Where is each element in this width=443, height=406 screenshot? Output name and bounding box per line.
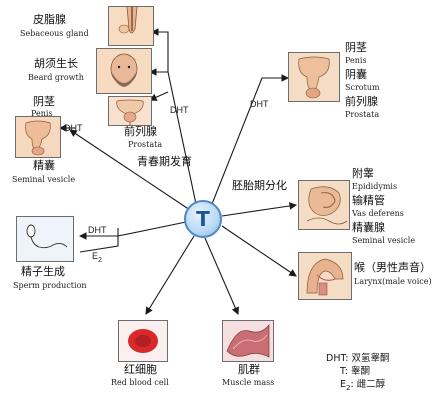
e2-edge-label: E2 [92,251,102,264]
seminal-puberty-label-cn: 精囊 [33,159,55,172]
larynx-icon [299,253,351,299]
dht-edge-label-sperm: DHT [88,225,107,235]
testosterone-node: T [184,200,222,238]
dht-edge-label-left: DHT [64,123,83,133]
epididymis-label-en: Epididymis [352,182,398,191]
legend-e2: E2: 雌二醇 [340,378,386,392]
rbc-label-en: Red blood cell [111,378,169,387]
embryo-penis-label-en: Penis [345,56,367,65]
epididymis-label-cn: 附睾 [352,167,374,180]
prostate-puberty-label-cn: 前列腺 [124,125,157,138]
larynx-label-cn: 喉（男性声音） [354,261,431,274]
beard-label-cn: 胡须生长 [34,57,78,70]
muscle-illustration [222,320,274,362]
rbc-label-cn: 红细胞 [124,363,157,376]
skin-follicle-icon [109,7,153,45]
beard-illustration [96,48,152,94]
embryo-scrotum-label-en: Scrotum [345,83,380,92]
muscle-label-en: Muscle mass [222,378,275,387]
bearded-face-icon [97,49,151,93]
prostate-puberty-illustration [108,96,152,126]
embryo-genital-illustration [288,52,340,102]
rbc-illustration [118,320,168,362]
embryo-penis-label-cn: 阴茎 [345,41,367,54]
sperm-illustration [16,216,74,262]
seminal-gland-label-en: Seminal vesicle [352,236,416,245]
penis-seminal-illustration [15,116,61,158]
dht-edge-label-top: DHT [170,105,189,115]
male-anatomy-icon [16,117,60,157]
arrow-to-muscle [204,237,239,316]
vas-deferens-label-en: Vas deferens [352,209,404,218]
epididymis-illustration [298,180,350,230]
arrow-sperm-e2 [79,236,119,253]
external-genital-icon [289,53,339,101]
arrow-embryo-upper [211,74,290,205]
arrow-to-penis-left [69,129,191,211]
red-blood-cell-icon [119,321,167,361]
larynx-label-en: Larynx(male voice) [354,277,432,286]
prostate-icon [109,97,151,125]
legend-t: T: 睾酮 [340,365,370,377]
embryo-prostate-label-cn: 前列腺 [345,95,378,108]
arrow-to-sebaceous [150,28,169,72]
arrow-to-epididymis [221,202,298,217]
puberty-edge-label: 青春期发育 [137,155,192,168]
arrow-to-prostate [148,91,169,101]
muscle-label-cn: 肌群 [238,363,260,376]
larynx-illustration [298,252,352,300]
sebaceous-label-cn: 皮脂腺 [33,13,66,26]
epididymis-icon [299,181,349,229]
embryo-prostate-label-en: Prostata [345,110,380,119]
penis-puberty-label-en: Penis [31,109,53,118]
arrow-puberty-upper [167,71,197,205]
sebaceous-illustration [108,6,154,46]
seminal-puberty-label-en: Seminal vesicle [12,175,76,184]
vas-deferens-label-cn: 输精管 [352,194,385,207]
sebaceous-label-en: Sebaceous gland [20,29,89,38]
embryo-scrotum-label-cn: 阴囊 [345,68,367,81]
muscle-fiber-icon [223,321,273,361]
dht-edge-label-right: DHT [250,99,269,109]
penis-puberty-label-cn: 阴茎 [33,95,55,108]
seminal-gland-label-cn: 精囊腺 [352,221,385,234]
legend-dht: DHT: 双氢睾酮 [326,353,390,364]
arrow-to-rbc [145,235,195,315]
sperm-label-cn: 精子生成 [21,265,65,278]
prostate-puberty-label-en: Prostata [128,140,163,149]
beard-label-en: Beard growth [28,73,84,82]
sperm-label-en: Sperm production [13,281,87,290]
arrow-to-larynx [221,225,297,277]
embryo-edge-label: 胚胎期分化 [232,179,287,192]
sperm-cell-icon [17,217,73,261]
abbreviation-legend: DHT: 双氢睾酮 T: 睾酮 E2: 雌二醇 [326,353,389,393]
